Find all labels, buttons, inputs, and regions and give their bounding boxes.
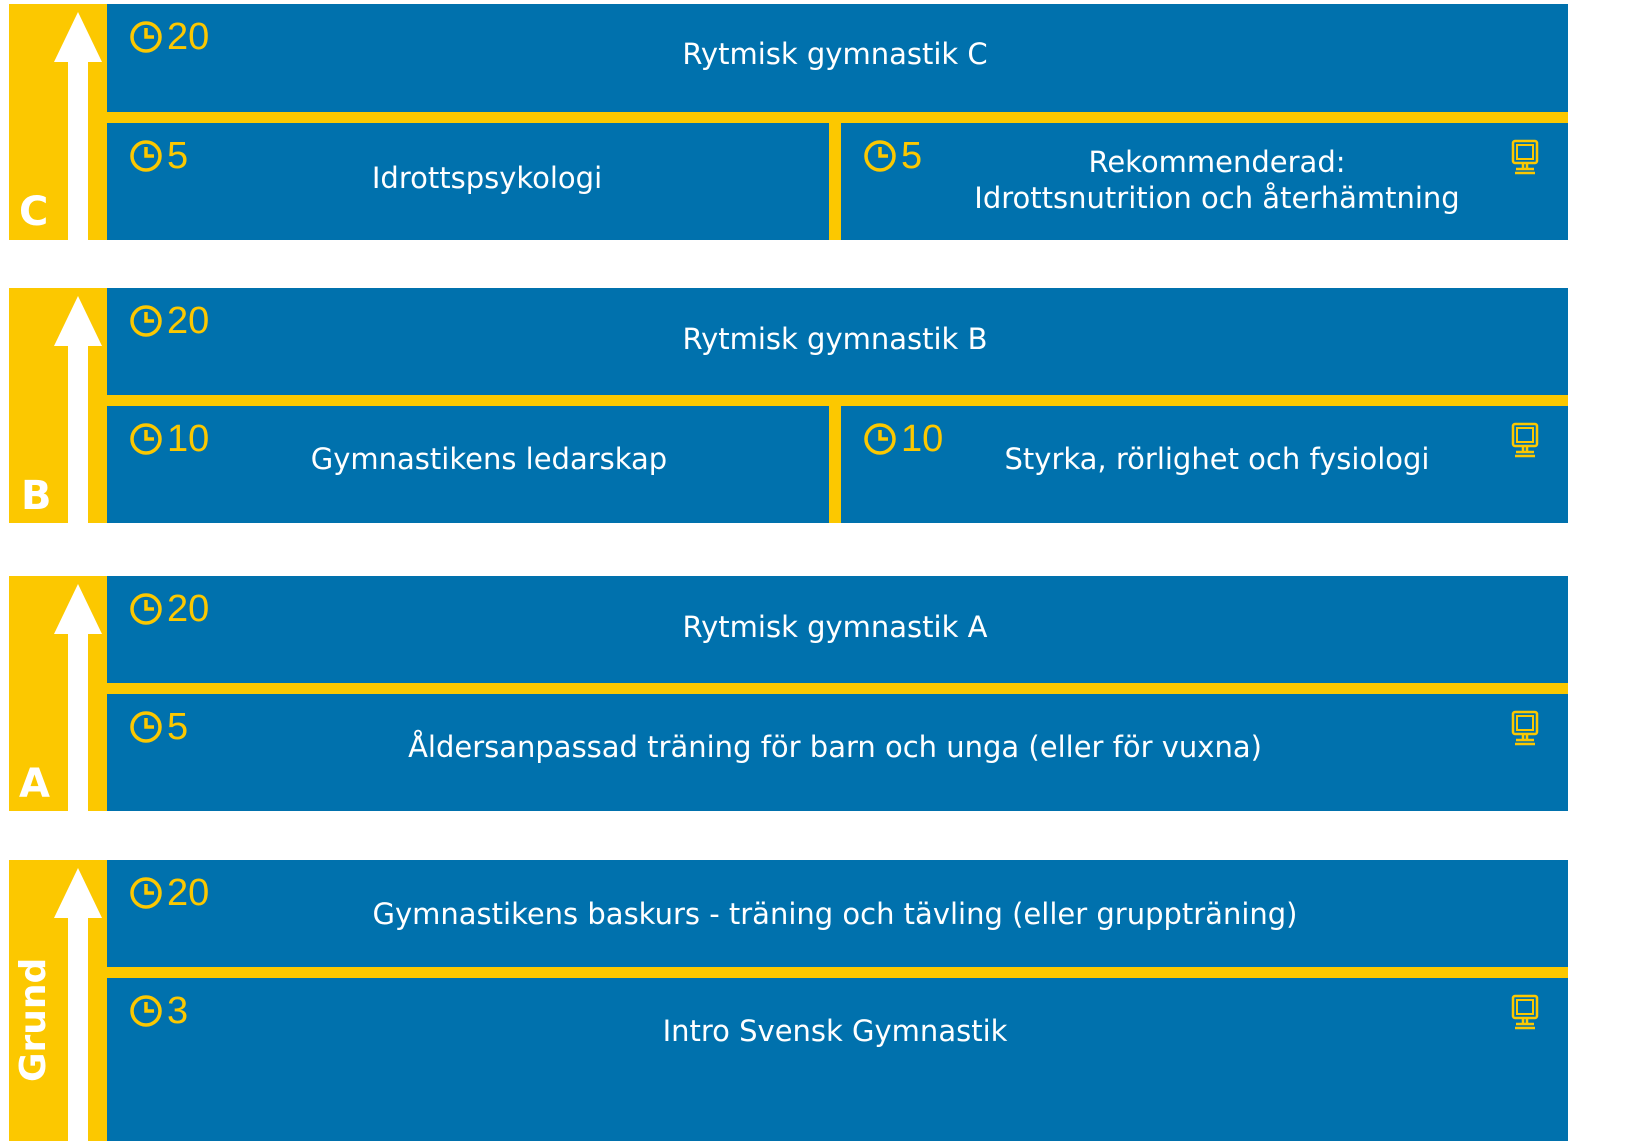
hours-value: 10 — [901, 418, 944, 460]
clock-icon — [130, 305, 162, 337]
clock-icon — [130, 877, 162, 909]
level-label: A — [19, 761, 50, 807]
course-box-bottom: 3 Intro Svensk Gymnastik — [107, 978, 1568, 1141]
course-hours: 10 — [129, 420, 209, 458]
arrow-shaft — [68, 631, 88, 811]
course-hours: 5 — [129, 137, 188, 175]
course-title-line: Idrottsnutrition och återhämtning — [974, 181, 1460, 215]
course-box-main: 20 Gymnastikens baskurs - träning och tä… — [107, 860, 1568, 967]
course-title: Styrka, rörlighet och fysiologi — [1004, 441, 1430, 476]
arrow-head — [54, 12, 102, 62]
arrow-shaft — [68, 343, 88, 523]
course-title: Idrottspsykologi — [371, 160, 603, 195]
computer-monitor-icon — [1511, 139, 1539, 175]
progression-arrow: Grund — [9, 860, 107, 1141]
clock-icon — [864, 140, 896, 172]
level-label: Grund — [13, 957, 54, 1082]
hours-value: 3 — [167, 990, 189, 1032]
clock-icon — [130, 995, 162, 1027]
clock-icon — [130, 21, 162, 53]
clock-icon — [130, 593, 162, 625]
course-box-right: 5 Rekommenderad: Idrottsnutrition och åt… — [841, 123, 1568, 240]
course-hours: 20 — [129, 874, 209, 912]
progression-arrow: B — [9, 288, 107, 523]
course-box-left: 10 Gymnastikens ledarskap — [107, 406, 829, 523]
hours-value: 5 — [167, 706, 189, 748]
course-hours: 5 — [129, 708, 188, 746]
course-title-line: Rekommenderad: — [1088, 144, 1346, 179]
course-hours: 20 — [129, 590, 209, 628]
level-a: A 20 Rytmisk gymnastik A 5 Åldersanpassa… — [9, 576, 1568, 811]
arrow-head — [54, 868, 102, 918]
level-label: B — [21, 473, 52, 519]
course-title: Rytmisk gymnastik A — [682, 609, 988, 644]
level-label: C — [19, 189, 49, 235]
progression-arrow: A — [9, 576, 107, 811]
progression-arrow: C — [9, 4, 107, 240]
level-c: C 20 Rytmisk gymnastik C 5 Idrottspsykol… — [9, 4, 1568, 240]
clock-icon — [130, 711, 162, 743]
course-hours: 10 — [863, 420, 943, 458]
hours-value: 5 — [901, 135, 923, 177]
level-b: B 20 Rytmisk gymnastik B 10 Gymnastikens… — [9, 288, 1568, 523]
course-title: Rekommenderad: Idrottsnutrition och åter… — [974, 144, 1459, 217]
course-hours: 5 — [863, 137, 922, 175]
course-title: Rytmisk gymnastik B — [682, 321, 988, 356]
level-grund: Grund 20 Gymnastikens baskurs - träning … — [9, 860, 1568, 1141]
clock-icon — [864, 423, 896, 455]
hours-value: 20 — [167, 300, 210, 342]
course-box-main: 20 Rytmisk gymnastik A — [107, 576, 1568, 683]
computer-monitor-icon — [1511, 994, 1539, 1030]
course-box-main: 20 Rytmisk gymnastik C — [107, 4, 1568, 112]
course-title: Gymnastikens ledarskap — [310, 441, 668, 476]
course-box-right: 10 Styrka, rörlighet och fysiologi — [841, 406, 1568, 523]
course-hours: 20 — [129, 18, 209, 56]
hours-value: 10 — [167, 418, 210, 460]
course-hours: 20 — [129, 302, 209, 340]
computer-monitor-icon — [1511, 710, 1539, 746]
course-title: Gymnastikens baskurs - träning och tävli… — [372, 896, 1298, 931]
arrow-shaft — [68, 915, 88, 1141]
hours-value: 20 — [167, 588, 210, 630]
course-title: Intro Svensk Gymnastik — [662, 1013, 1008, 1048]
hours-value: 5 — [167, 135, 189, 177]
course-title: Åldersanpassad träning för barn och unga… — [408, 729, 1262, 764]
course-hours: 3 — [129, 992, 188, 1030]
clock-icon — [130, 423, 162, 455]
hours-value: 20 — [167, 16, 210, 58]
clock-icon — [130, 140, 162, 172]
course-box-bottom: 5 Åldersanpassad träning för barn och un… — [107, 694, 1568, 811]
course-box-main: 20 Rytmisk gymnastik B — [107, 288, 1568, 395]
course-title: Rytmisk gymnastik C — [682, 36, 988, 71]
hours-value: 20 — [167, 872, 210, 914]
computer-monitor-icon — [1511, 422, 1539, 458]
arrow-head — [54, 584, 102, 634]
arrow-shaft — [68, 59, 88, 240]
arrow-head — [54, 296, 102, 346]
course-box-left: 5 Idrottspsykologi — [107, 123, 829, 240]
